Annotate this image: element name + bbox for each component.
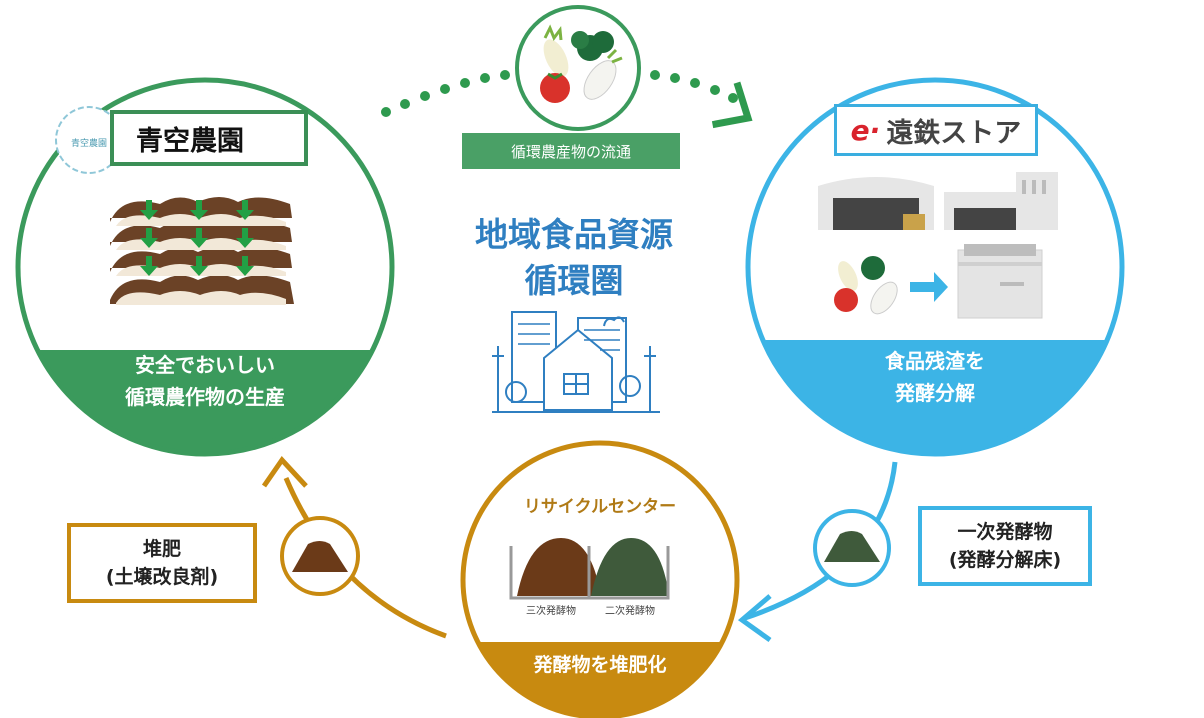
compost-label-box: 堆肥 (土壌改良剤) [67, 523, 257, 603]
dotted-flow-arrow [381, 70, 753, 129]
soil-ridges-icon [110, 197, 294, 305]
store-name: 遠鉄ストア [886, 117, 1022, 149]
farm-band-line2: 循環農作物の生産 [125, 385, 285, 409]
compost-line1: 堆肥 [142, 538, 181, 560]
bin1-label: 三次発酵物 [526, 604, 576, 617]
center-title: 地域食品資源 循環圏 [444, 212, 704, 304]
factory-icon [944, 172, 1058, 230]
compost-bins-icon [509, 538, 670, 600]
center-title-line1: 地域食品資源 [475, 215, 673, 254]
compost-line2: (土壌改良剤) [105, 566, 219, 588]
farm-name: 青空農園 [136, 125, 244, 157]
flow-tag: 循環農産物の流通 [462, 133, 680, 169]
primary-line1: 一次発酵物 [957, 521, 1053, 543]
vegetables-icon [515, 5, 641, 131]
store-logo-mark: e· [850, 113, 881, 147]
bin2-label: 二次発酵物 [605, 604, 655, 617]
farm-name-label: 青空農園 [110, 110, 308, 166]
farm-logo-text: 青空農園 [71, 137, 107, 149]
flow-tag-text: 循環農産物の流通 [510, 142, 631, 161]
city-icon [492, 311, 660, 413]
gold-flow-arrow [261, 456, 447, 639]
recycle-band-text: 発酵物を堆肥化 [532, 653, 666, 676]
farm-band-line1: 安全でおいしい [135, 353, 275, 377]
warehouse-icon [818, 177, 934, 230]
compost-heap-icon [292, 541, 348, 572]
store-logo-label: e· 遠鉄ストア [834, 104, 1038, 156]
center-title-line2: 循環圏 [524, 261, 624, 300]
decomposer-machine-icon [957, 244, 1043, 319]
arrow-right-icon [910, 272, 948, 302]
recycle-center-title: リサイクルセンター [523, 497, 677, 517]
primary-line2: (発酵分解床) [948, 549, 1062, 571]
store-band-line1: 食品残渣を [885, 349, 985, 373]
store-band-line2: 発酵分解 [894, 381, 975, 405]
primary-ferment-label-box: 一次発酵物 (発酵分解床) [918, 506, 1092, 586]
food-waste-vegetables-icon [834, 256, 898, 315]
primary-compost-icon [824, 531, 880, 562]
blue-flow-arrow [737, 461, 898, 643]
